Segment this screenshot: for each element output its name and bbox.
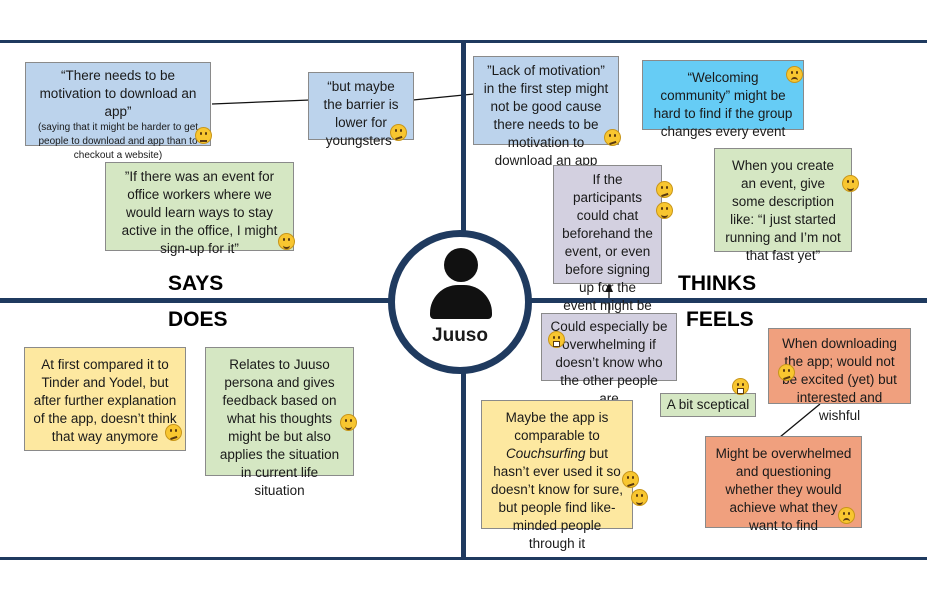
feels-note-sceptical-text: A bit sceptical <box>666 397 750 412</box>
quadrant-label-thinks: THINKS <box>678 272 757 295</box>
confused-face-icon <box>604 129 621 146</box>
thinks-note-event-description: When you create an event, give some desc… <box>714 148 852 263</box>
grimacing-face-icon <box>548 331 565 348</box>
confused-face-icon <box>390 124 407 141</box>
thinks-note-welcoming-community: “Welcoming community” might be hard to f… <box>642 60 804 139</box>
quadrant-label-feels: FEELS <box>686 308 754 331</box>
arrow-head <box>605 283 613 292</box>
grimacing-face-icon <box>732 378 749 395</box>
persona-name: Juuso <box>432 325 488 346</box>
says-note-office-event: ”If there was an event for office worker… <box>105 162 294 256</box>
smiling-face-icon <box>656 202 673 219</box>
feels-note-overwhelmed-questioning-text: Might be overwhelmed and questioning whe… <box>715 446 852 533</box>
thinks-note-lack-motivation-text: ”Lack of motivation” in the first step m… <box>483 63 609 168</box>
confused-face-icon <box>778 364 795 381</box>
thinks-note-welcoming-community-text: “Welcoming community” might be hard to f… <box>653 70 793 139</box>
thinks-note-lack-motivation: ”Lack of motivation” in the first step m… <box>473 56 619 168</box>
feels-note-sceptical: A bit sceptical <box>660 393 756 417</box>
smiling-face-icon <box>278 233 295 250</box>
does-note-relates-persona: Relates to Juuso persona and gives feedb… <box>205 347 354 498</box>
feels-note-overwhelmed-questioning: Might be overwhelmed and questioning whe… <box>705 436 862 533</box>
feels-note-couchsurfing-text-after: but hasn’t ever used it so doesn’t know … <box>490 446 624 551</box>
confused-face-icon <box>656 181 673 198</box>
says-note-youngsters: “but maybe the barrier is lower for youn… <box>308 72 414 148</box>
connector-says-1-2 <box>211 99 311 105</box>
smiling-face-icon <box>842 175 859 192</box>
feels-note-couchsurfing-text-before: Maybe the app is comparable to <box>505 410 609 443</box>
monocle-face-icon <box>195 127 212 144</box>
says-note-motivation-subtext: (saying that it might be harder to get p… <box>37 122 199 161</box>
says-note-youngsters-text: “but maybe the barrier is lower for youn… <box>323 79 399 148</box>
does-note-tinder-yodel-text: At first compared it to Tinder and Yodel… <box>33 357 177 444</box>
frowning-face-icon <box>838 507 855 524</box>
thinks-note-chat-beforehand-text: If the participants could chat beforehan… <box>562 172 653 331</box>
does-note-relates-persona-text: Relates to Juuso persona and gives feedb… <box>219 357 340 498</box>
quadrant-label-says: SAYS <box>168 272 224 295</box>
smiling-face-icon <box>631 489 648 506</box>
says-note-motivation-text: “There needs to be motivation to downloa… <box>39 68 197 119</box>
confused-face-icon <box>622 471 639 488</box>
feels-note-downloading-text: When downloading the app; would not be e… <box>782 336 897 423</box>
feels-note-couchsurfing-italic: Couchsurfing <box>505 446 586 461</box>
person-icon-head <box>444 248 478 282</box>
thinks-note-event-description-text: When you create an event, give some desc… <box>725 158 841 263</box>
frowning-face-icon <box>786 66 803 83</box>
feels-note-overwhelming: Could especially be overwhelming if does… <box>541 313 677 406</box>
smiling-face-icon <box>340 414 357 431</box>
feels-note-couchsurfing: Maybe the app is comparable to Couchsurf… <box>481 400 633 551</box>
person-icon-body <box>430 285 492 319</box>
quadrant-label-does: DOES <box>168 308 228 331</box>
connector-feels-2-5 <box>779 403 821 438</box>
thinks-note-chat-beforehand: If the participants could chat beforehan… <box>553 165 662 331</box>
confused-face-icon <box>165 424 182 441</box>
does-note-tinder-yodel: At first compared it to Tinder and Yodel… <box>24 347 186 451</box>
says-note-office-event-text: ”If there was an event for office worker… <box>121 169 278 256</box>
says-note-motivation: “There needs to be motivation to downloa… <box>25 62 211 161</box>
